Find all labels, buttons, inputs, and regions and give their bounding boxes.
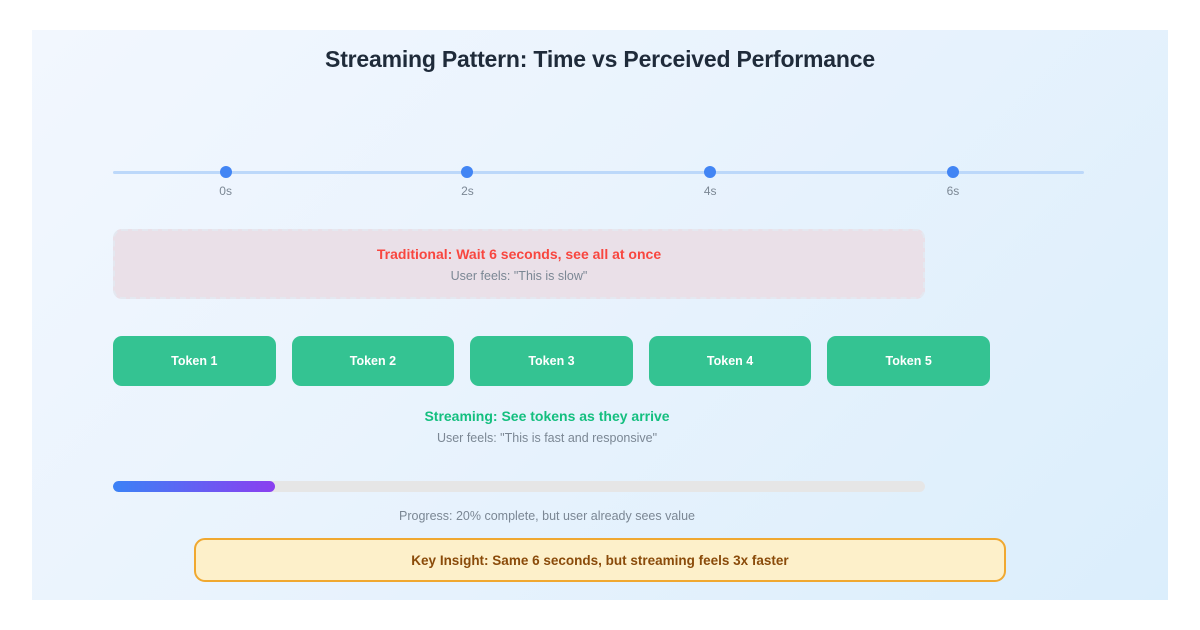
token-row: Token 1 Token 2 Token 3 Token 4 Token 5: [113, 336, 990, 386]
diagram-canvas: Streaming Pattern: Time vs Perceived Per…: [32, 30, 1168, 600]
traditional-subtitle: User feels: "This is slow": [450, 268, 588, 283]
token-chip: Token 4: [648, 336, 812, 386]
timeline-tick-label: 2s: [461, 184, 474, 198]
page-title: Streaming Pattern: Time vs Perceived Per…: [325, 46, 875, 72]
timeline-dot-icon: [946, 166, 959, 178]
progress-bar-track: [113, 481, 925, 492]
token-chip: Token 5: [827, 336, 990, 386]
progress-caption: Progress: 20% complete, but user already…: [399, 509, 695, 523]
traditional-title: Traditional: Wait 6 seconds, see all at …: [376, 245, 662, 262]
timeline-tick-label: 4s: [703, 184, 717, 198]
traditional-card: Traditional: Wait 6 seconds, see all at …: [113, 229, 925, 299]
timeline-dot-icon: [219, 166, 232, 178]
key-insight-text: Key Insight: Same 6 seconds, but streami…: [411, 552, 789, 568]
streaming-subtitle: User feels: "This is fast and responsive…: [436, 431, 658, 445]
streaming-caption: Streaming: See tokens as they arrive Use…: [32, 408, 1062, 445]
timeline: 0s 2s 4s 6s: [113, 152, 1084, 200]
token-chip: Token 2: [291, 336, 455, 386]
timeline-tick-label: 0s: [219, 184, 232, 198]
progress-bar-fill: [113, 481, 276, 492]
key-insight-box: Key Insight: Same 6 seconds, but streami…: [194, 538, 1006, 582]
timeline-tick-label: 6s: [946, 184, 960, 198]
timeline-dot-icon: [704, 166, 717, 178]
token-chip: Token 3: [470, 336, 633, 386]
timeline-dot-icon: [461, 166, 474, 178]
streaming-title: Streaming: See tokens as they arrive: [424, 408, 670, 424]
token-chip: Token 1: [113, 336, 276, 386]
timeline-axis-line: [113, 171, 1084, 174]
